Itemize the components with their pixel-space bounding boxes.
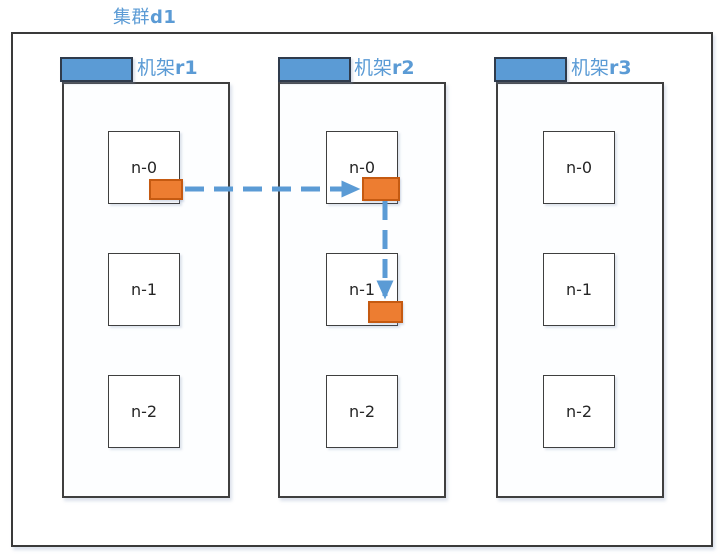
node-r2-n2: n-2	[326, 375, 398, 448]
rack-r2-label-id: r2	[392, 57, 415, 79]
replica-block-r2-n0	[362, 177, 400, 201]
node-r3-n2: n-2	[543, 375, 615, 448]
node-r1-n1-label: n-1	[130, 280, 158, 299]
rack-r1-tab	[60, 57, 133, 82]
rack-r2-label-cn: 机架	[354, 57, 393, 79]
rack-r3-label-id: r3	[609, 57, 632, 79]
rack-r1-label: 机架r1	[137, 55, 198, 81]
rack-r1-label-id: r1	[175, 57, 198, 79]
node-r1-n1: n-1	[108, 253, 180, 326]
replica-block-r1-n0	[149, 179, 183, 200]
cluster-title: 集群d1	[113, 6, 176, 30]
node-r3-n1: n-1	[543, 253, 615, 326]
rack-r2-tab	[278, 57, 351, 82]
replica-block-r2-n1	[368, 301, 403, 323]
node-r3-n1-label: n-1	[565, 280, 593, 299]
rack-r1-label-cn: 机架	[137, 57, 176, 79]
node-r2-n1-label: n-1	[348, 280, 376, 299]
rack-r3-label-cn: 机架	[571, 57, 610, 79]
node-r3-n2-label: n-2	[565, 402, 593, 421]
node-r1-n0-label: n-0	[130, 158, 158, 177]
node-r3-n0-label: n-0	[565, 158, 593, 177]
node-r1-n2: n-2	[108, 375, 180, 448]
rack-r2-label: 机架r2	[354, 55, 415, 81]
node-r2-n2-label: n-2	[348, 402, 376, 421]
cluster-title-cn: 集群	[113, 7, 150, 28]
cluster-title-id: d1	[150, 7, 177, 28]
node-r3-n0: n-0	[543, 131, 615, 204]
rack-r3-tab	[494, 57, 567, 82]
node-r1-n2-label: n-2	[130, 402, 158, 421]
node-r2-n0-label: n-0	[348, 158, 376, 177]
rack-r3-label: 机架r3	[571, 55, 632, 81]
